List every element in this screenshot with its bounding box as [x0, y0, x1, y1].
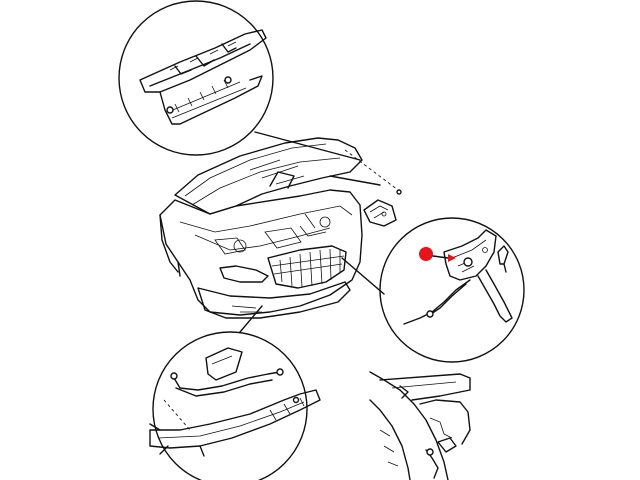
release-lever-cover [205, 347, 243, 381]
cable-routing [163, 368, 284, 431]
detail-circle-right [379, 217, 525, 363]
a-pillar-cable-routing [369, 371, 471, 480]
leader-bottom [239, 305, 263, 333]
latch-bolt [497, 245, 509, 273]
cowl-crossmember [149, 389, 321, 457]
cowl-panel-part [139, 29, 267, 125]
marker [419, 247, 456, 262]
leader-right [341, 257, 385, 295]
hood-latch [443, 229, 513, 323]
grille [267, 245, 347, 289]
headlamp [219, 265, 269, 283]
front-bumper [197, 281, 351, 319]
detail-circle-top [118, 0, 274, 156]
release-cable [403, 279, 471, 325]
hood-panel [174, 137, 363, 215]
release-cable-detail [149, 331, 321, 480]
marker-arrowhead [448, 254, 456, 262]
vehicle-body [159, 189, 363, 316]
hood-latch-detail [379, 217, 525, 363]
marker-dot [419, 247, 433, 261]
latch-bracket-part [363, 199, 397, 227]
vehicle-front [159, 137, 402, 333]
cowl-panel-detail [118, 0, 361, 161]
detail-circle-bottom [152, 331, 308, 480]
